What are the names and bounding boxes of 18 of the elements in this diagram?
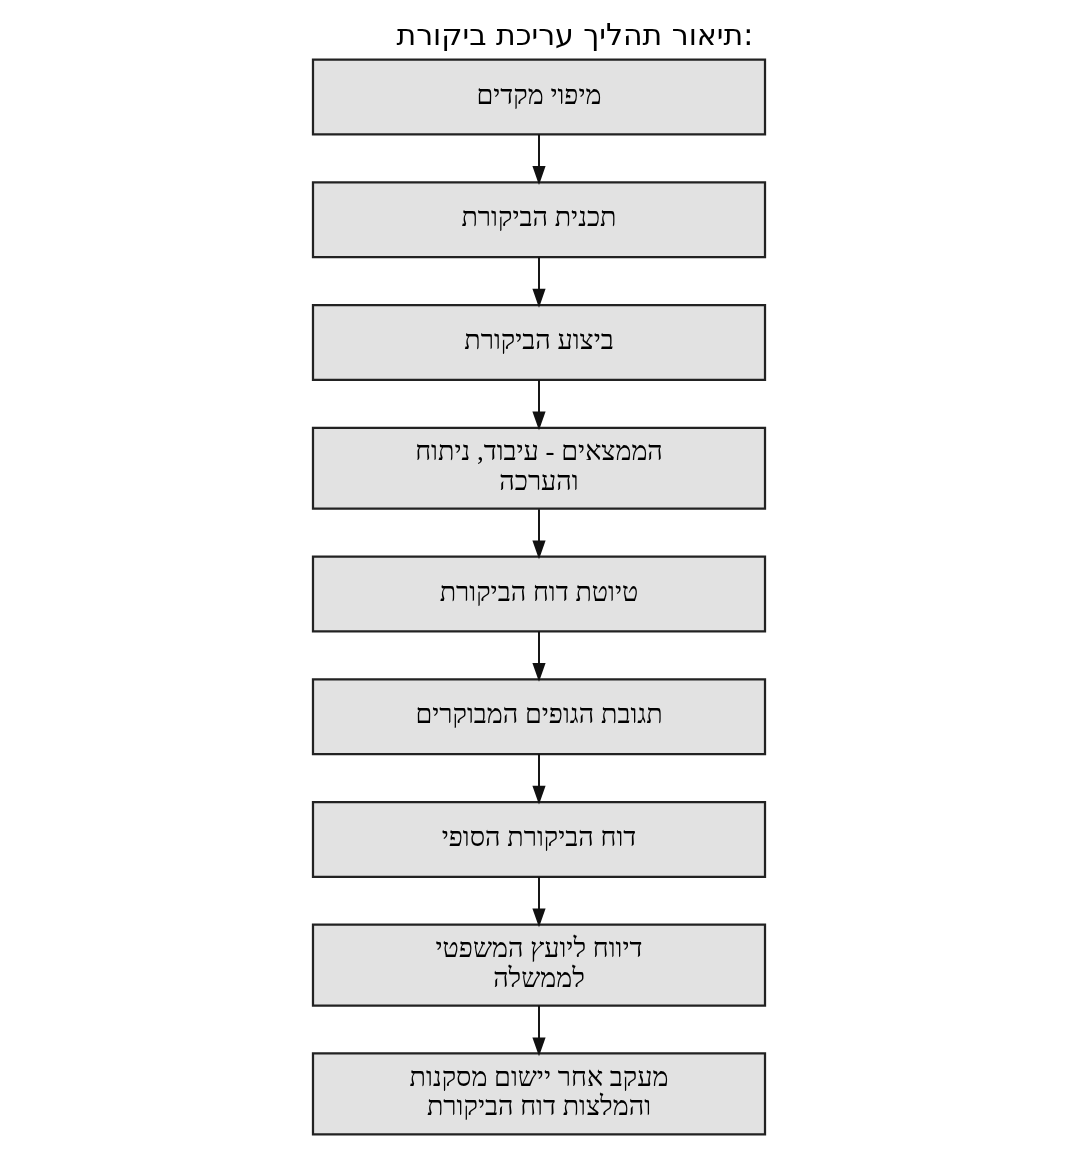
arrow: [532, 753, 546, 805]
arrow: [532, 256, 546, 308]
node-box: טיוטת דוח הביקורת: [311, 555, 767, 633]
node-box: דוח הביקורת הסופי: [311, 800, 767, 878]
node-box: תכנית הביקורת: [311, 181, 767, 259]
arrow: [532, 1004, 546, 1057]
node-box: ביצוע הביקורת: [311, 303, 767, 382]
node-box: דיווח ליועץ המשפטי לממשלה: [311, 923, 767, 1007]
node-box: הממצאים - עיבוד, ניתוח והערכה: [311, 426, 767, 510]
node-box: מעקב אחר יישום מסקנות והמלצות דוח הביקורת: [311, 1052, 767, 1136]
arrow: [532, 379, 546, 431]
arrow: [532, 630, 546, 682]
diagram-title: תיאור תהליך עריכת ביקורת:: [396, 16, 754, 52]
arrow: [532, 133, 546, 185]
node-box: תגובת הגופים המבוקרים: [311, 678, 767, 756]
arrow: [532, 508, 546, 560]
arrow: [532, 876, 546, 928]
node-box: מיפוי מקדים: [311, 58, 767, 136]
